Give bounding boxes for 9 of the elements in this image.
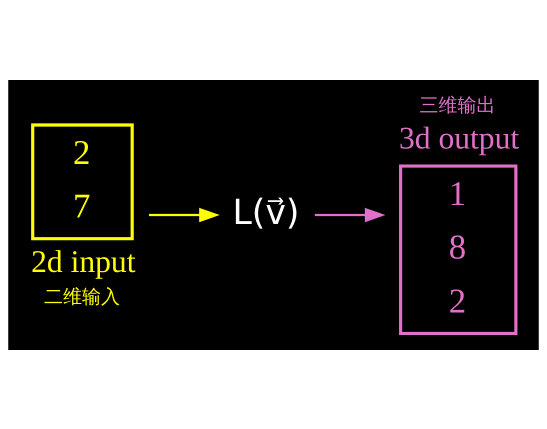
node-box: 2 7 [31, 122, 134, 240]
node-box: 1 8 2 [399, 164, 518, 334]
node-label: 3d output [399, 120, 520, 156]
arrow [149, 207, 220, 222]
arrow [314, 207, 386, 222]
node-label: 三维输出 [420, 94, 496, 116]
node-text: L(v⃗) [232, 192, 300, 232]
node-label: 二维输入 [44, 285, 120, 308]
node-label: 2d input [31, 243, 136, 278]
